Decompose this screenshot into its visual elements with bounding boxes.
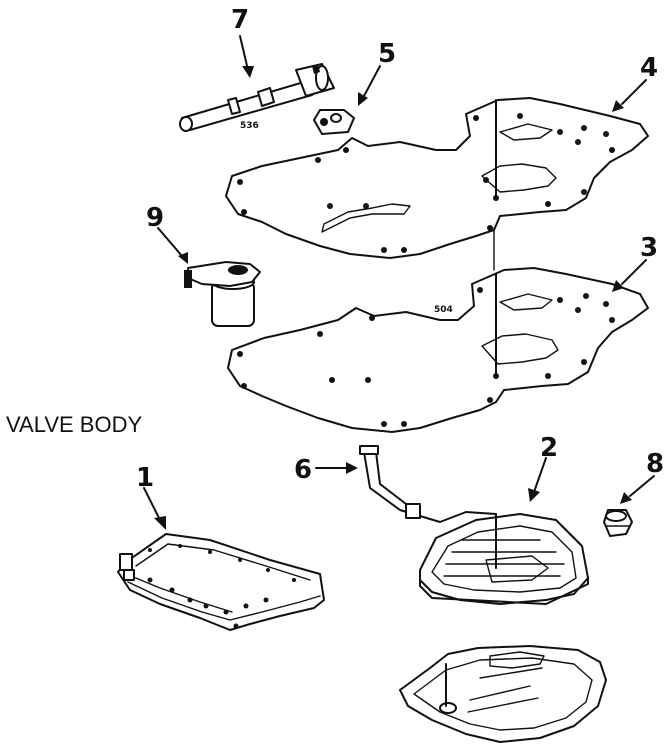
part-9-solenoid	[184, 261, 261, 327]
callout-7: 7	[231, 5, 249, 35]
part-6-filler-tube	[359, 445, 497, 569]
callout-1: 1	[136, 463, 154, 493]
part-4-separator-plate	[225, 97, 649, 259]
callout-4: 4	[640, 53, 658, 83]
diagram-title: VALVE BODY	[6, 412, 142, 437]
part-1-valve-body	[117, 533, 325, 631]
callout-arrows	[143, 35, 655, 530]
part-code-536: 536	[240, 121, 259, 131]
callout-3: 3	[640, 233, 658, 263]
part-code-504: 504	[434, 305, 453, 315]
part-7-solenoid-rod: 536	[179, 63, 335, 132]
callout-9: 9	[146, 203, 164, 233]
part-2-oil-filter	[419, 513, 589, 605]
callout-6: 6	[294, 455, 312, 485]
part-8-plug	[603, 509, 633, 537]
part-5-plug	[313, 109, 355, 135]
callout-2: 2	[540, 433, 558, 463]
callout-labels: 7 5 4 3 9 6 2 8 1	[136, 5, 664, 493]
part-3-separator-plate: 504	[227, 267, 649, 433]
callout-5: 5	[378, 39, 396, 69]
callout-8: 8	[646, 449, 664, 479]
oil-pan	[399, 645, 607, 743]
